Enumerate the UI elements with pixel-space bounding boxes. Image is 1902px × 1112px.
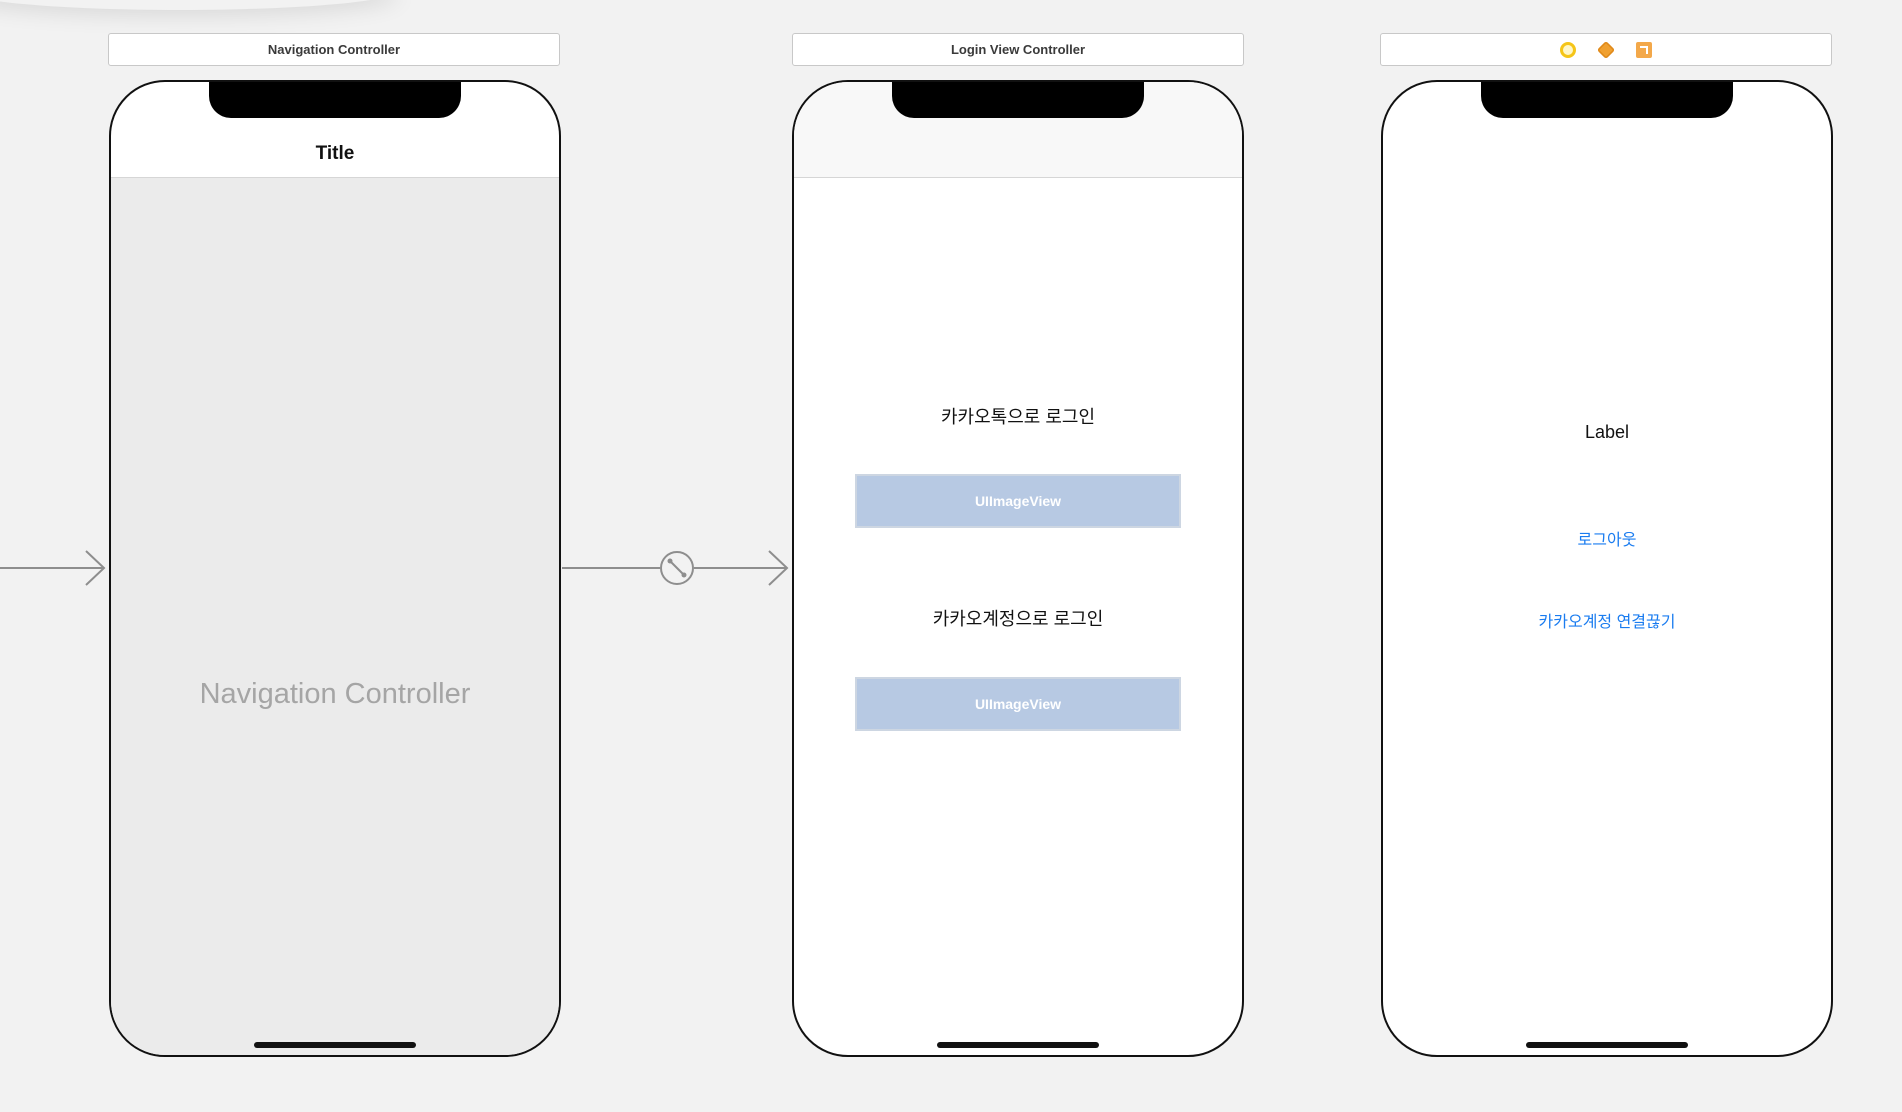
device-notch <box>892 82 1144 118</box>
scene-title: Login View Controller <box>950 42 1086 57</box>
first-responder-icon[interactable] <box>1596 40 1616 59</box>
image-view-label: UIImageView <box>974 696 1062 712</box>
kakaotalk-login-label[interactable]: 카카오톡으로 로그인 <box>940 407 1096 427</box>
kakaotalk-login-image-view[interactable]: UIImageView <box>855 474 1181 528</box>
third-scene-bar[interactable] <box>1380 33 1832 66</box>
navigation-title: Title <box>315 143 355 164</box>
logout-button[interactable]: 로그아웃 <box>1577 532 1637 549</box>
scene-title: Navigation Controller <box>267 42 401 57</box>
canvas-shadow <box>0 0 400 10</box>
user-label[interactable]: Label <box>1584 422 1630 442</box>
navigation-controller-body: Navigation Controller <box>111 178 559 1055</box>
device-notch <box>209 82 461 118</box>
device-notch <box>1481 82 1733 118</box>
kakao-account-login-label[interactable]: 카카오계정으로 로그인 <box>932 609 1104 629</box>
root-segue-arrow[interactable] <box>562 550 789 586</box>
third-scene-device[interactable]: Label 로그아웃 카카오계정 연결끊기 <box>1381 80 1833 1057</box>
navigation-controller-scene-bar[interactable]: Navigation Controller <box>108 33 560 66</box>
home-indicator <box>1526 1042 1688 1048</box>
view-controller-icon[interactable] <box>1560 41 1576 58</box>
initial-view-controller-arrow[interactable] <box>0 550 106 586</box>
navigation-controller-device[interactable]: Title Navigation Controller <box>109 80 561 1057</box>
kakao-account-login-image-view[interactable]: UIImageView <box>855 677 1181 731</box>
image-view-label: UIImageView <box>974 493 1062 509</box>
exit-icon[interactable] <box>1636 41 1652 58</box>
home-indicator <box>937 1042 1099 1048</box>
navigation-bar[interactable]: Title <box>111 82 559 178</box>
navigation-controller-placeholder: Navigation Controller <box>199 678 471 710</box>
login-view-controller-device[interactable]: 카카오톡으로 로그인 UIImageView 카카오계정으로 로그인 UIIma… <box>792 80 1244 1057</box>
home-indicator <box>254 1042 416 1048</box>
unlink-kakao-account-button[interactable]: 카카오계정 연결끊기 <box>1538 614 1676 631</box>
login-view-controller-scene-bar[interactable]: Login View Controller <box>792 33 1244 66</box>
